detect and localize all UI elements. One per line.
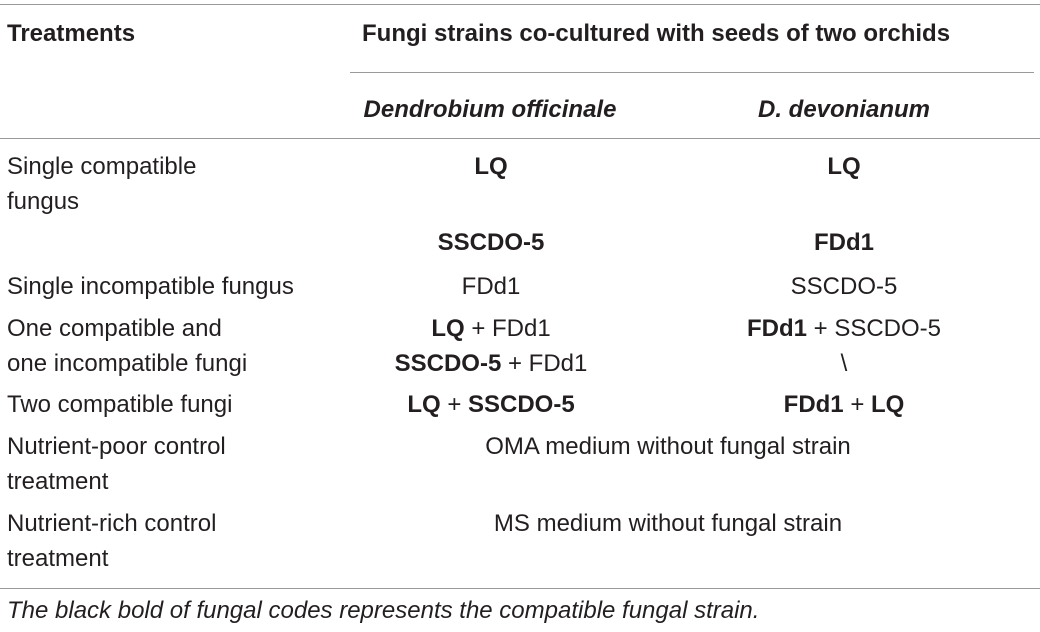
row-label: fungus — [7, 188, 80, 215]
strain-incompatible: FDd1 — [528, 350, 588, 377]
cell-strain: SSCDO-5 — [437, 229, 545, 256]
plus-sign: + — [447, 391, 462, 418]
header-species-dendrobium-officinale: Dendrobium officinale — [363, 96, 617, 123]
table-footnote: The black bold of fungal codes represent… — [7, 597, 760, 624]
cell-control-medium: OMA medium without fungal strain — [485, 433, 851, 460]
row-label: Nutrient-poor control — [7, 433, 226, 460]
cell-combination: SSCDO-5 + FDd1 — [348, 347, 634, 381]
row-label: Single incompatible fungus — [7, 273, 294, 300]
row-label: One compatible and — [7, 315, 222, 342]
cell-not-applicable: \ — [840, 350, 848, 377]
row-label: treatment — [7, 545, 109, 572]
strain-compatible: FDd1 — [746, 315, 807, 342]
cell-strain: LQ — [474, 153, 508, 180]
row-label: one incompatible fungi — [7, 350, 248, 377]
cell-control-medium: MS medium without fungal strain — [493, 510, 843, 537]
cell-strain: SSCDO-5 — [790, 273, 898, 300]
cell-combination: LQ + SSCDO-5 — [348, 388, 634, 422]
plus-sign: + — [507, 350, 522, 377]
cell-combination: FDd1 + LQ — [700, 388, 988, 422]
strain-compatible: FDd1 — [783, 391, 844, 418]
strain-incompatible: SSCDO-5 — [834, 315, 942, 342]
cell-strain: FDd1 — [461, 273, 521, 300]
header-species-d-devonianum: D. devonianum — [757, 96, 931, 123]
strain-compatible: LQ — [407, 391, 441, 418]
strain-compatible: LQ — [431, 315, 465, 342]
header-fungi-strains: Fungi strains co-cultured with seeds of … — [362, 20, 951, 47]
strain-compatible: SSCDO-5 — [468, 391, 575, 418]
header-treatments: Treatments — [7, 20, 136, 47]
plus-sign: + — [813, 315, 828, 342]
header-bottom-rule — [0, 138, 1040, 139]
header-span-rule — [350, 72, 1034, 73]
table-top-rule — [0, 4, 1040, 5]
row-label: Two compatible fungi — [7, 391, 233, 418]
table-bottom-rule — [0, 588, 1040, 589]
strain-compatible: LQ — [871, 391, 905, 418]
cell-strain: FDd1 — [814, 229, 874, 256]
strain-incompatible: FDd1 — [492, 315, 551, 342]
row-label: Nutrient-rich control — [7, 510, 217, 537]
cell-combination: FDd1 + SSCDO-5 — [700, 312, 988, 346]
cell-combination: LQ + FDd1 — [348, 312, 634, 346]
row-label: Single compatible — [7, 153, 197, 180]
plus-sign: + — [850, 391, 865, 418]
plus-sign: + — [471, 315, 486, 342]
row-label: treatment — [7, 468, 109, 495]
cell-strain: LQ — [827, 153, 861, 180]
strain-compatible: SSCDO-5 — [394, 350, 502, 377]
